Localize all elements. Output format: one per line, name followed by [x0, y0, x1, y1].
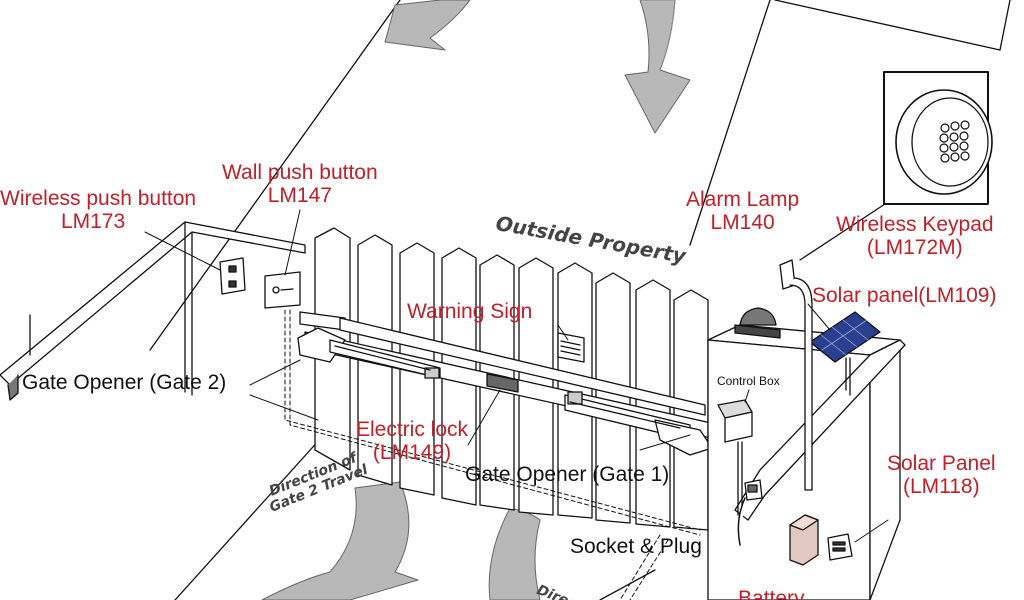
battery-label: Battery: [738, 587, 805, 600]
warning-sign-label: Warning Sign: [407, 300, 533, 323]
left-wall: [0, 221, 306, 401]
battery-icon: [789, 514, 819, 566]
alarm-lamp-icon: [734, 307, 781, 339]
label-line: LM173: [60, 210, 126, 234]
gate-opener-arm-2: [297, 327, 441, 379]
label-line: (LM118): [902, 475, 980, 499]
wireless-push-button-label: Wireless push button LM173: [0, 187, 196, 233]
arrow-top: [624, 0, 691, 134]
label-line: LM147: [267, 184, 332, 208]
label-line: (LM172M): [866, 236, 963, 260]
wireless-keypad-label: Wireless Keypad (LM172M): [836, 213, 994, 259]
label-line: LM140: [710, 211, 775, 235]
label-line: Wall push button: [222, 161, 378, 184]
control-box-label: Control Box: [717, 374, 780, 388]
gate-opener-2-label: Gate Opener (Gate 2): [22, 371, 227, 394]
label-line: Electric lock: [356, 418, 469, 441]
keypad-icon: [799, 71, 993, 261]
keypad-post: [779, 259, 813, 491]
label-line: Wireless Keypad: [836, 213, 994, 236]
socket-plug-label: Socket & Plug: [570, 535, 702, 558]
electric-lock-label: Electric lock (LM149): [356, 418, 468, 464]
wireless-push-button-device: [219, 257, 246, 295]
solar-panel-icon: [809, 311, 881, 396]
label-line: Alarm Lamp: [686, 188, 800, 211]
solar-panel-lm118-device: [827, 533, 853, 561]
label-line: (LM149): [372, 441, 452, 465]
direction-arrows: [261, 0, 691, 600]
gate-opener-1-label: Gate Opener (Gate 1): [465, 463, 670, 486]
socket-icon: [737, 479, 763, 546]
alarm-lamp-label: Alarm Lamp LM140: [686, 188, 799, 234]
arrow-gate-2: [261, 481, 419, 600]
label-line: Solar Panel: [887, 452, 996, 475]
label-line: Wireless push button: [0, 187, 197, 210]
warning-sign: [557, 332, 585, 363]
electric-lock: [486, 373, 519, 393]
arrow-gate-1: [488, 507, 541, 600]
control-box-device: [717, 399, 753, 516]
wall-push-button-label: Wall push button LM147: [222, 161, 378, 207]
arrow-top-left: [384, 0, 471, 51]
wall-push-button-device: [264, 271, 301, 309]
solar-panel-lm118-label: Solar Panel (LM118): [887, 452, 996, 498]
leader-lines: [144, 209, 889, 543]
solar-panel-lm109-label: Solar panel(LM109): [812, 284, 997, 307]
